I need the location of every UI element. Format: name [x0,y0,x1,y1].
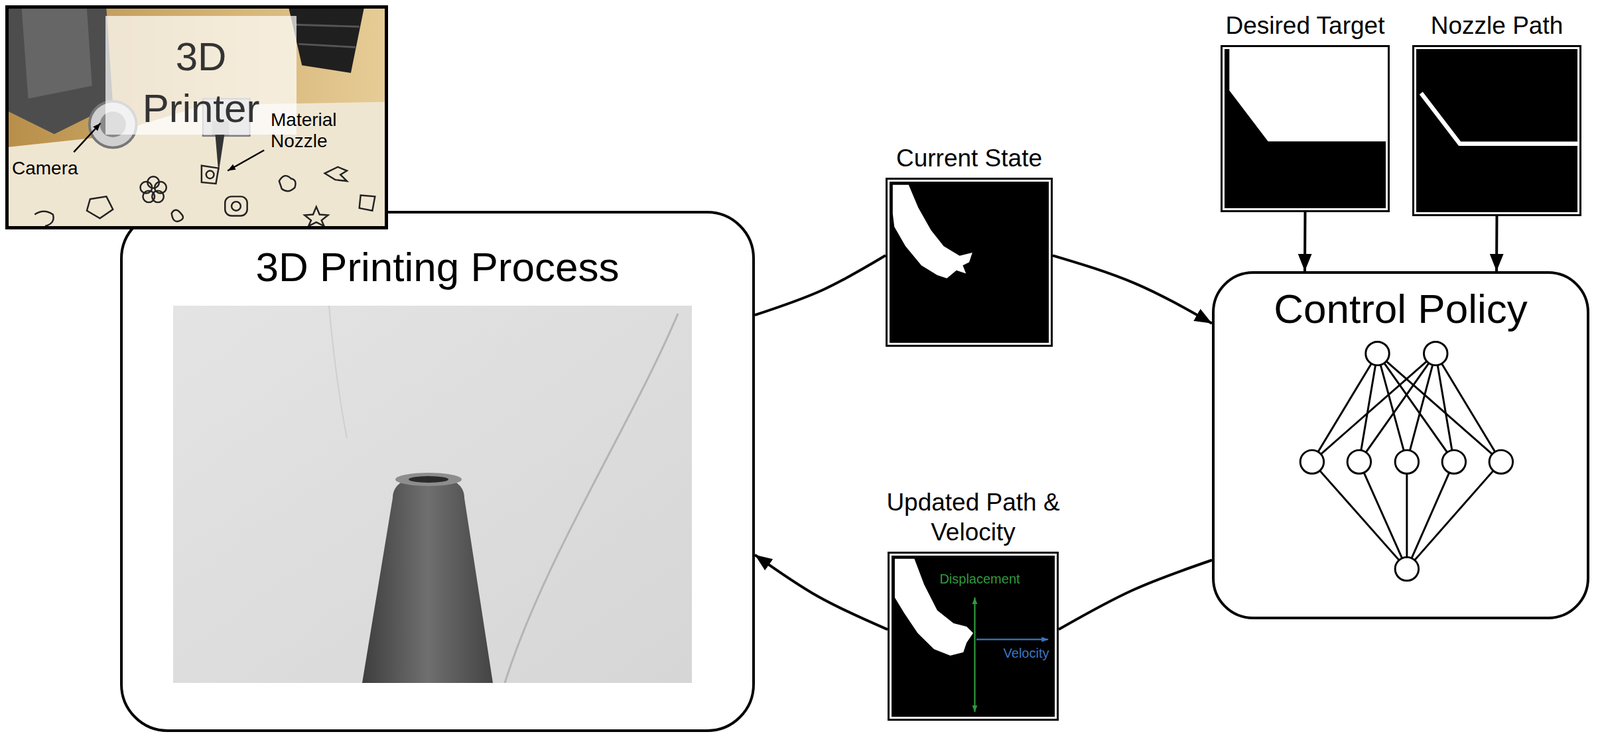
illustration-part [891,555,1055,718]
illustration-part [1229,49,1386,142]
illustration-part [1420,92,1578,144]
illustration-part [1416,49,1578,213]
illustration-part [1442,450,1466,474]
illustration-part [362,475,493,684]
illustration-part [1224,49,1386,209]
illustration-part [395,472,462,487]
flow-arrow [1052,255,1212,324]
illustration-part [1377,353,1501,462]
illustration-part [1489,450,1513,474]
illustration-part [1300,450,1324,474]
nozzle-photo [173,305,692,684]
illustration-part [139,181,152,194]
panel-heading: Updated Path & Velocity [884,488,1063,548]
callout-label: Material Nozzle [270,109,337,152]
title-backdrop: 3D Printer [105,15,297,135]
image-panel: Nozzle Path [1412,45,1582,217]
illustration-part [34,165,375,227]
illustration-part [298,43,355,48]
axis-label: Displacement [939,571,1020,588]
illustration-part [1405,462,1408,570]
flow-arrow [1495,216,1498,272]
illustration-part [1312,353,1378,462]
illustration-part [1377,353,1407,462]
illustration-part [973,597,976,713]
illustration-part [224,196,247,216]
illustration-part [504,313,678,684]
illustration-part [86,196,113,219]
illustration-part [173,305,692,684]
illustration-part [201,165,219,184]
illustration-part [231,201,241,211]
flow-arrow [1058,560,1212,631]
box-title: 3D Printing Process [256,242,620,292]
illustration-part [1395,557,1419,581]
illustration-part [1359,353,1436,462]
illustration-part [359,195,376,211]
axis-label: Velocity [1003,646,1050,662]
illustration-part [304,206,328,227]
binary-image [1416,49,1578,213]
illustration-part [34,211,54,227]
illustration-part [21,8,93,99]
illustration-part [8,8,385,227]
panel-heading: Desired Target [1217,11,1394,41]
illustration-part [1312,353,1436,462]
photo-title: 3D Printer [142,31,261,135]
illustration-part [1406,353,1436,462]
illustration-part [1347,450,1371,474]
illustration-part [295,24,359,27]
illustration-part [1435,353,1502,462]
illustration-part [139,176,166,203]
illustration-part [1300,341,1513,581]
illustration-part [227,149,265,171]
panel-heading: Current State [882,143,1057,174]
flow-arrow [1303,212,1307,272]
callout-label: Camera [11,157,79,180]
illustration-part [1395,450,1419,474]
illustration-part [1312,462,1407,570]
illustration-part [889,181,1049,343]
image-panel: Desired Target [1220,45,1390,213]
illustration-part [1359,462,1407,570]
binary-image [889,181,1049,343]
illustration-part [976,638,1049,641]
illustration-part [325,167,347,182]
illustration-part [279,175,296,192]
illustration-part [73,123,101,153]
panel-heading: Nozzle Path [1408,11,1585,41]
illustration-part [289,8,365,73]
illustration-part [892,185,973,279]
illustration-part [1365,341,1390,365]
binary-image [1224,49,1386,209]
illustration-part [408,476,449,483]
process-box: Control Policy [1211,271,1590,620]
illustration-part [1424,341,1448,365]
process-box: 3D Printing Process [120,210,755,733]
illustration-part [329,305,347,439]
illustration-part [1312,353,1502,570]
flow-arrow [754,255,886,316]
illustration-part [1406,462,1502,570]
box-title: Control Policy [1273,284,1528,334]
illustration-part [206,171,215,180]
illustration-part [171,210,184,222]
flow-arrow [754,555,888,631]
illustration-part [1406,462,1455,570]
image-panel: Current State [885,177,1053,347]
